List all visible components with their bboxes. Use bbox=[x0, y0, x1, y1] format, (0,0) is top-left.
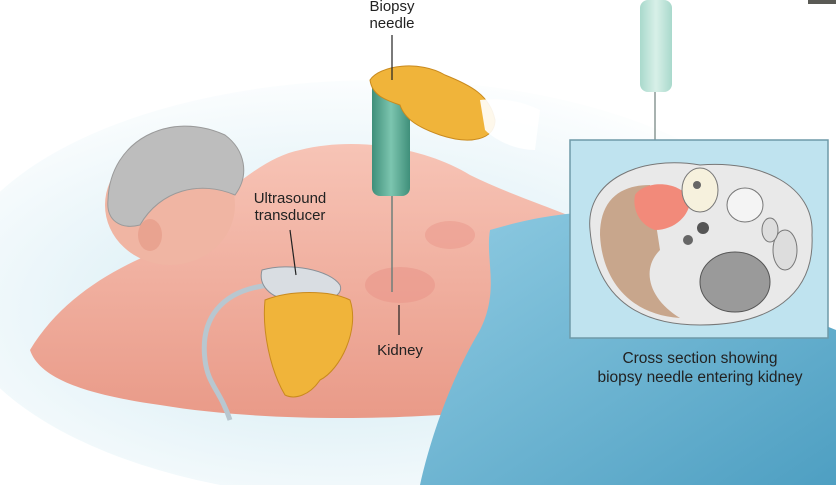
label-line: transducer bbox=[254, 207, 326, 224]
caption-line: biopsy needle entering kidney bbox=[597, 369, 803, 386]
label-line: Biopsy bbox=[369, 0, 415, 15]
label-line: Ultrasound bbox=[253, 190, 327, 207]
label-line: needle bbox=[369, 15, 415, 32]
ultrasound-transducer-label: Ultrasound transducer bbox=[235, 190, 345, 224]
biopsy-needle-label: Biopsy needle bbox=[352, 0, 432, 32]
kidney-label: Kidney bbox=[377, 342, 423, 359]
cross-section-caption: Cross section showing biopsy needle ente… bbox=[560, 349, 836, 387]
caption-line: Cross section showing bbox=[622, 350, 778, 367]
